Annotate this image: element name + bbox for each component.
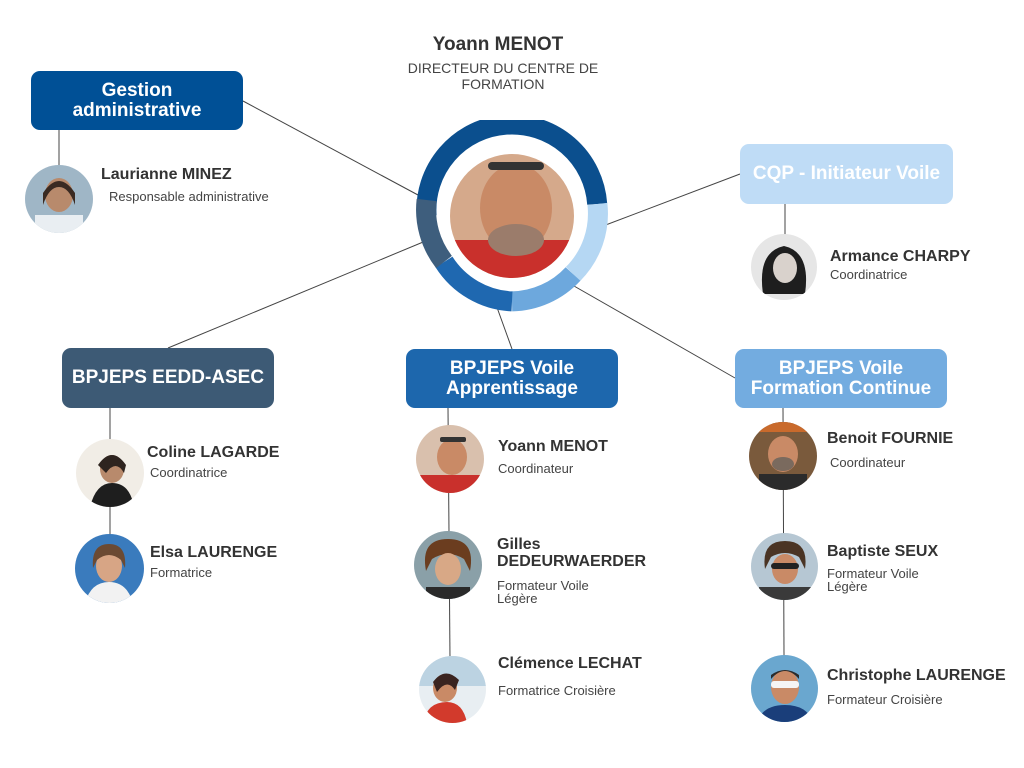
connector-director-eedd xyxy=(167,239,429,349)
team-box-eedd: BPJEPS EEDD-ASEC xyxy=(62,348,274,408)
ring-segment-slate xyxy=(416,198,453,269)
member-name: Yoann MENOT xyxy=(498,438,608,455)
member-role: Formateur Croisière xyxy=(827,692,943,707)
member-name: Baptiste SEUX xyxy=(827,543,939,560)
team-box-apprentissage: BPJEPS Voile Apprentissage xyxy=(406,349,618,408)
member-name: Coline LAGARDE xyxy=(147,444,280,461)
avatar-clemence-lechat xyxy=(419,656,486,723)
member-role: Formateur Voile Légère xyxy=(827,566,919,594)
member-name: Elsa LAURENGE xyxy=(150,544,278,561)
avatar-christophe-laurenge xyxy=(751,655,818,722)
avatar-benoit-fournie xyxy=(749,422,817,490)
avatar-elsa-laurenge xyxy=(75,534,144,603)
member-role: Responsable administrative xyxy=(109,189,269,204)
ring-segment-dark xyxy=(416,114,608,217)
director-photo xyxy=(450,154,574,278)
connector-director-formation-continue xyxy=(559,277,736,379)
ring-segment-pale xyxy=(565,202,608,282)
member-name: Benoit FOURNIE xyxy=(827,430,954,447)
connector-director-cqp xyxy=(602,173,741,227)
director-ring xyxy=(416,114,608,312)
member-name: Clémence LECHAT xyxy=(498,655,642,672)
avatar-yoann-menot xyxy=(416,425,484,493)
ring-segment-light xyxy=(511,266,581,312)
member-name: Christophe LAURENGE xyxy=(827,667,1006,684)
member-role: Formatrice Croisière xyxy=(498,683,616,698)
member-role: Coordinateur xyxy=(498,461,574,476)
member-name: Armance CHARPY xyxy=(830,248,971,265)
director-role: DIRECTEUR DU CENTRE DE FORMATION xyxy=(407,60,599,92)
team-box-formation-continue: BPJEPS Voile Formation Continue xyxy=(735,349,947,408)
team-box-cqp: CQP - Initiateur Voile xyxy=(740,144,953,204)
avatar-gilles-dedeurwaerder xyxy=(414,531,482,599)
director-name: Yoann MENOT xyxy=(432,34,564,55)
ring-segment-mid xyxy=(435,256,513,312)
avatar-armance-charpy xyxy=(751,234,817,300)
avatar-coline-lagarde xyxy=(76,439,144,507)
member-role: Formatrice xyxy=(150,565,213,580)
member-name: Laurianne MINEZ xyxy=(101,166,232,183)
team-box-gestion: Gestion administrative xyxy=(31,71,243,130)
member-role: Coordinateur xyxy=(830,455,906,470)
avatar-baptiste-seux xyxy=(751,533,818,600)
member-role: Coordinatrice xyxy=(830,267,908,282)
avatar-laurianne-minez xyxy=(25,165,93,233)
member-role: Coordinatrice xyxy=(150,465,228,480)
connector-director-gestion xyxy=(242,100,419,196)
member-name: Gilles DEDEURWAERDER xyxy=(497,536,647,570)
member-role: Formateur Voile Légère xyxy=(497,578,589,606)
